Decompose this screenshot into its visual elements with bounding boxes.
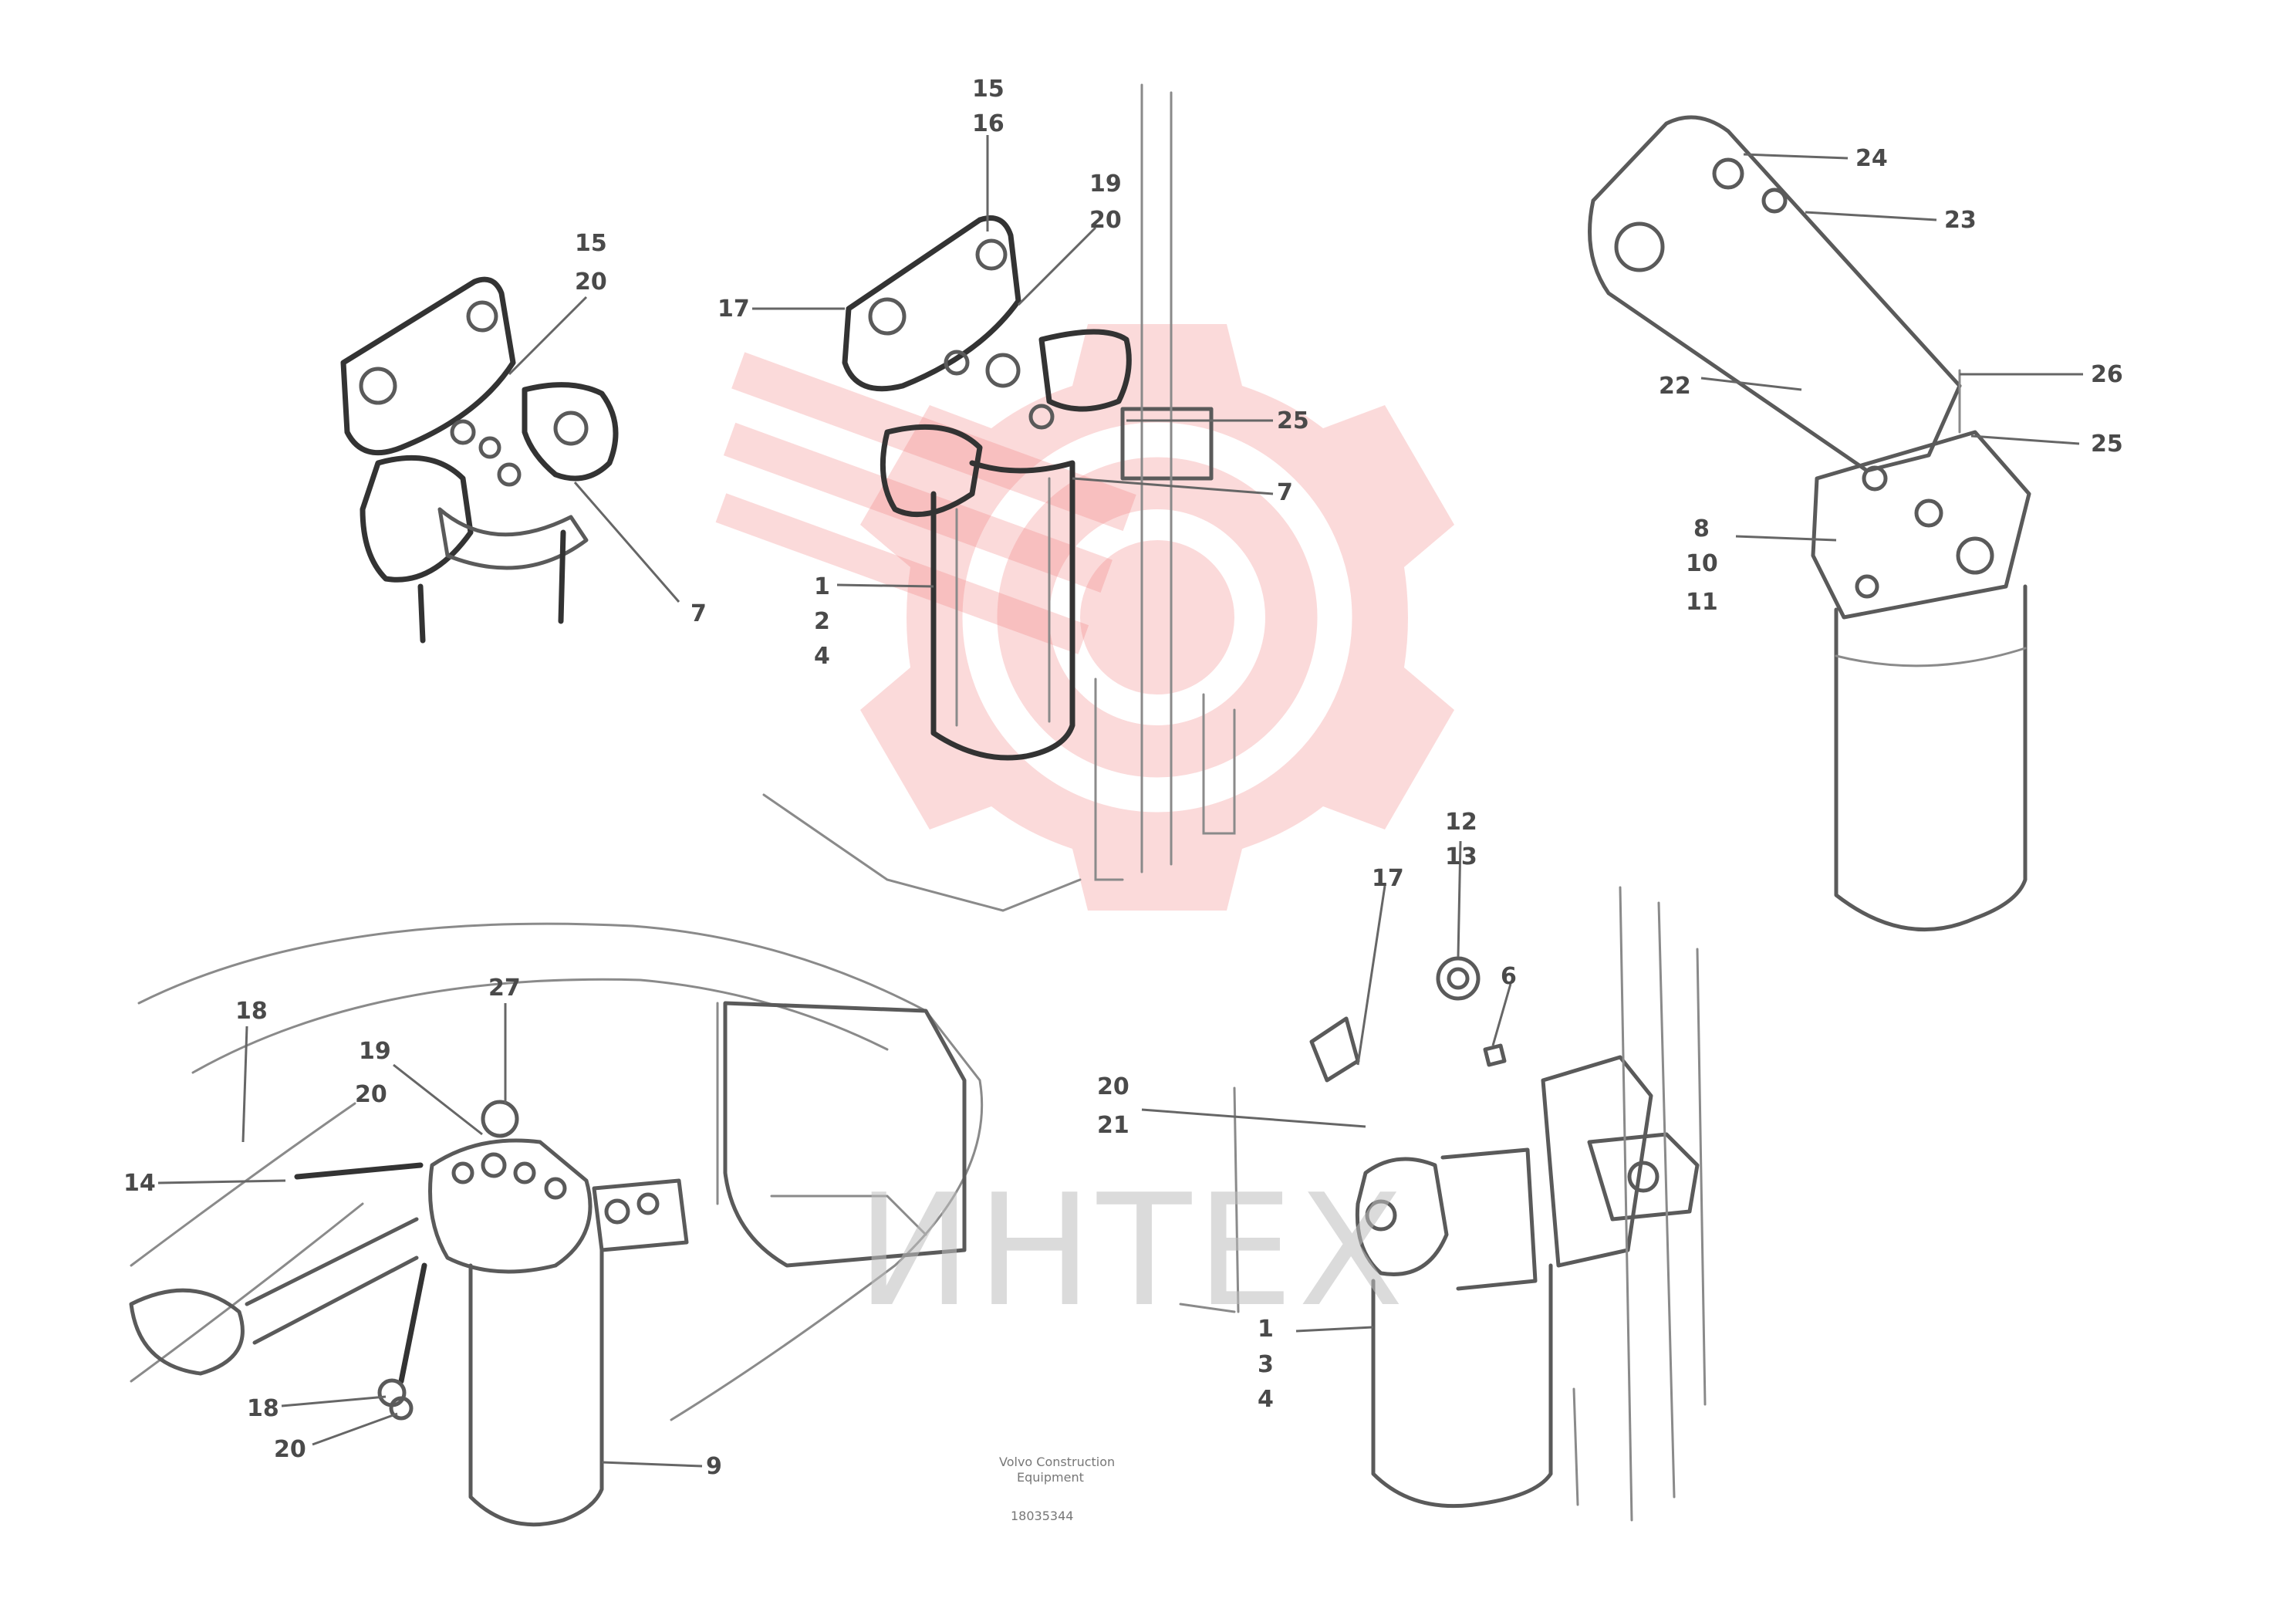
callout-label: 13 [1445, 843, 1477, 870]
callout-label: 18 [247, 1395, 279, 1422]
bottom-left-leaders [157, 1003, 703, 1468]
caption-line-1: Volvo Construction [999, 1455, 1115, 1469]
top-center-callouts: 15 16 19 20 17 25 7 1 2 4 [718, 76, 1309, 670]
callout-label: 3 [1258, 1351, 1274, 1378]
top-right-leaders [1700, 153, 2083, 542]
callout-label: 26 [2091, 361, 2123, 388]
callout-label: 8 [1693, 515, 1710, 542]
bottom-right-filter-bracket [1179, 886, 1707, 1522]
callout-label: 25 [1277, 407, 1309, 434]
callout-label: 1 [1258, 1316, 1274, 1343]
callout-label: 20 [1089, 207, 1122, 234]
callout-label: 27 [488, 975, 521, 1002]
bottom-right-callouts: 12 13 17 6 20 21 1 3 4 [1097, 809, 1517, 1413]
callout-label: 11 [1686, 589, 1718, 616]
watermark-text: ИНТЕХ [856, 1161, 1409, 1341]
top-center-leaders [752, 135, 1274, 588]
callout-label: 19 [1089, 171, 1122, 198]
callout-label: 14 [123, 1170, 156, 1197]
callout-label: 20 [274, 1436, 306, 1463]
bottom-right-leaders [1141, 840, 1512, 1333]
callout-label: 7 [690, 600, 707, 627]
bottom-left-callouts: 18 27 19 20 14 18 20 9 [123, 975, 722, 1480]
callout-label: 20 [1097, 1073, 1129, 1100]
callout-label: 19 [359, 1038, 391, 1065]
callout-label: 4 [814, 643, 830, 670]
callout-label: 20 [575, 269, 607, 296]
callout-label: 22 [1659, 373, 1691, 400]
callout-label: 25 [2091, 431, 2123, 458]
top-center-filter-assembly [762, 83, 1236, 912]
callout-label: 15 [575, 230, 607, 257]
callout-label: 15 [972, 76, 1004, 103]
callout-label: 6 [1501, 963, 1517, 990]
top-left-filter-head [340, 276, 619, 644]
caption-line-2: Equipment [1017, 1470, 1084, 1485]
bottom-left-frame-filter [129, 922, 984, 1527]
top-left-leaders [508, 296, 680, 603]
callout-label: 17 [718, 296, 750, 323]
callout-label: 1 [814, 573, 830, 600]
caption-drawing-number: 18035344 [1011, 1509, 1073, 1523]
callout-label: 4 [1258, 1386, 1274, 1413]
callout-label: 20 [355, 1081, 387, 1108]
callout-label: 7 [1277, 479, 1293, 506]
drawing-caption: Volvo Construction Equipment 18035344 [999, 1455, 1115, 1523]
callout-label: 24 [1855, 145, 1888, 172]
callout-label: 17 [1372, 865, 1404, 892]
callout-label: 9 [706, 1453, 722, 1480]
callout-label: 2 [814, 608, 830, 635]
callout-label: 12 [1445, 809, 1477, 836]
callout-label: 10 [1686, 550, 1718, 577]
callout-label: 23 [1944, 207, 1977, 234]
top-right-bracket-filter [1588, 115, 2031, 931]
top-left-callouts: 15 20 7 [575, 230, 707, 627]
callout-label: 16 [972, 110, 1004, 137]
top-right-callouts: 24 23 22 26 25 8 10 11 [1659, 145, 2123, 616]
callout-label: 21 [1097, 1112, 1129, 1139]
callout-label: 18 [235, 998, 268, 1025]
